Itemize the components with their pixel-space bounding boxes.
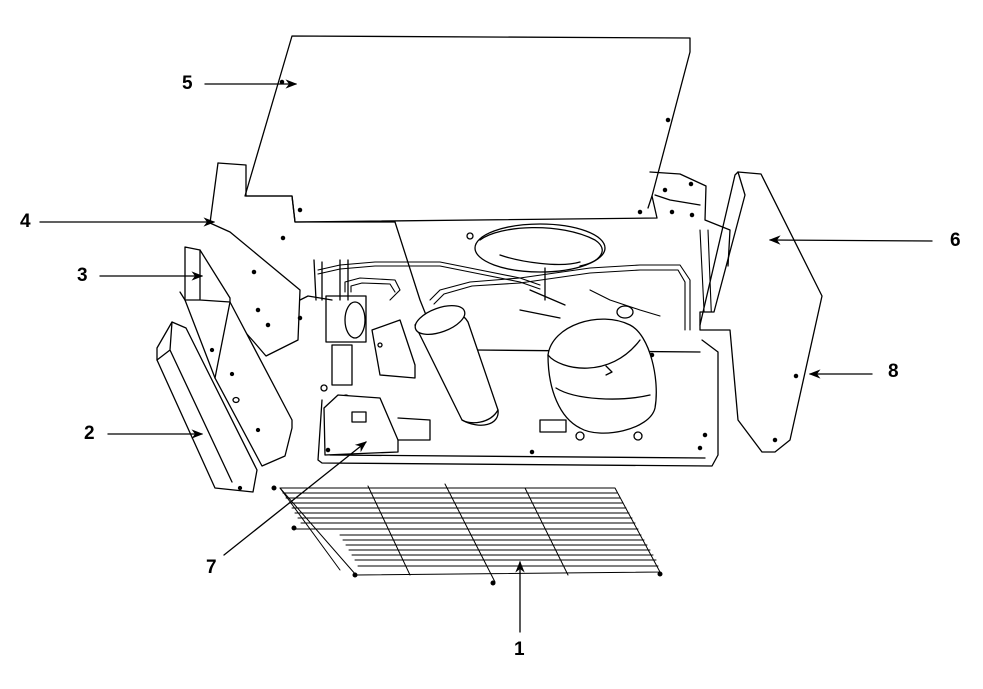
control-components xyxy=(299,259,416,402)
electrical-box-plate xyxy=(323,394,431,456)
callout-1-label: 1 xyxy=(514,639,525,660)
callout-6-label: 6 xyxy=(950,230,961,251)
leader-lines xyxy=(39,79,933,633)
right-side-panel xyxy=(649,171,823,453)
left-side-bracket xyxy=(179,246,293,467)
compressor xyxy=(547,305,657,434)
callout-5-label: 5 xyxy=(182,73,193,94)
callout-2-label: 2 xyxy=(84,423,95,444)
callout-8-label: 8 xyxy=(888,361,899,382)
leader-6 xyxy=(768,235,933,245)
callout-7-label: 7 xyxy=(206,557,217,578)
refrigerant-tubing xyxy=(317,229,713,331)
front-left-panel xyxy=(156,321,258,493)
receiver-tank xyxy=(414,304,499,426)
top-cover-panel xyxy=(244,35,691,223)
condenser-fan xyxy=(474,223,606,319)
front-grille xyxy=(271,483,663,586)
callout-4-label: 4 xyxy=(20,211,31,232)
leader-7 xyxy=(223,441,367,556)
callout-3-label: 3 xyxy=(77,265,88,286)
